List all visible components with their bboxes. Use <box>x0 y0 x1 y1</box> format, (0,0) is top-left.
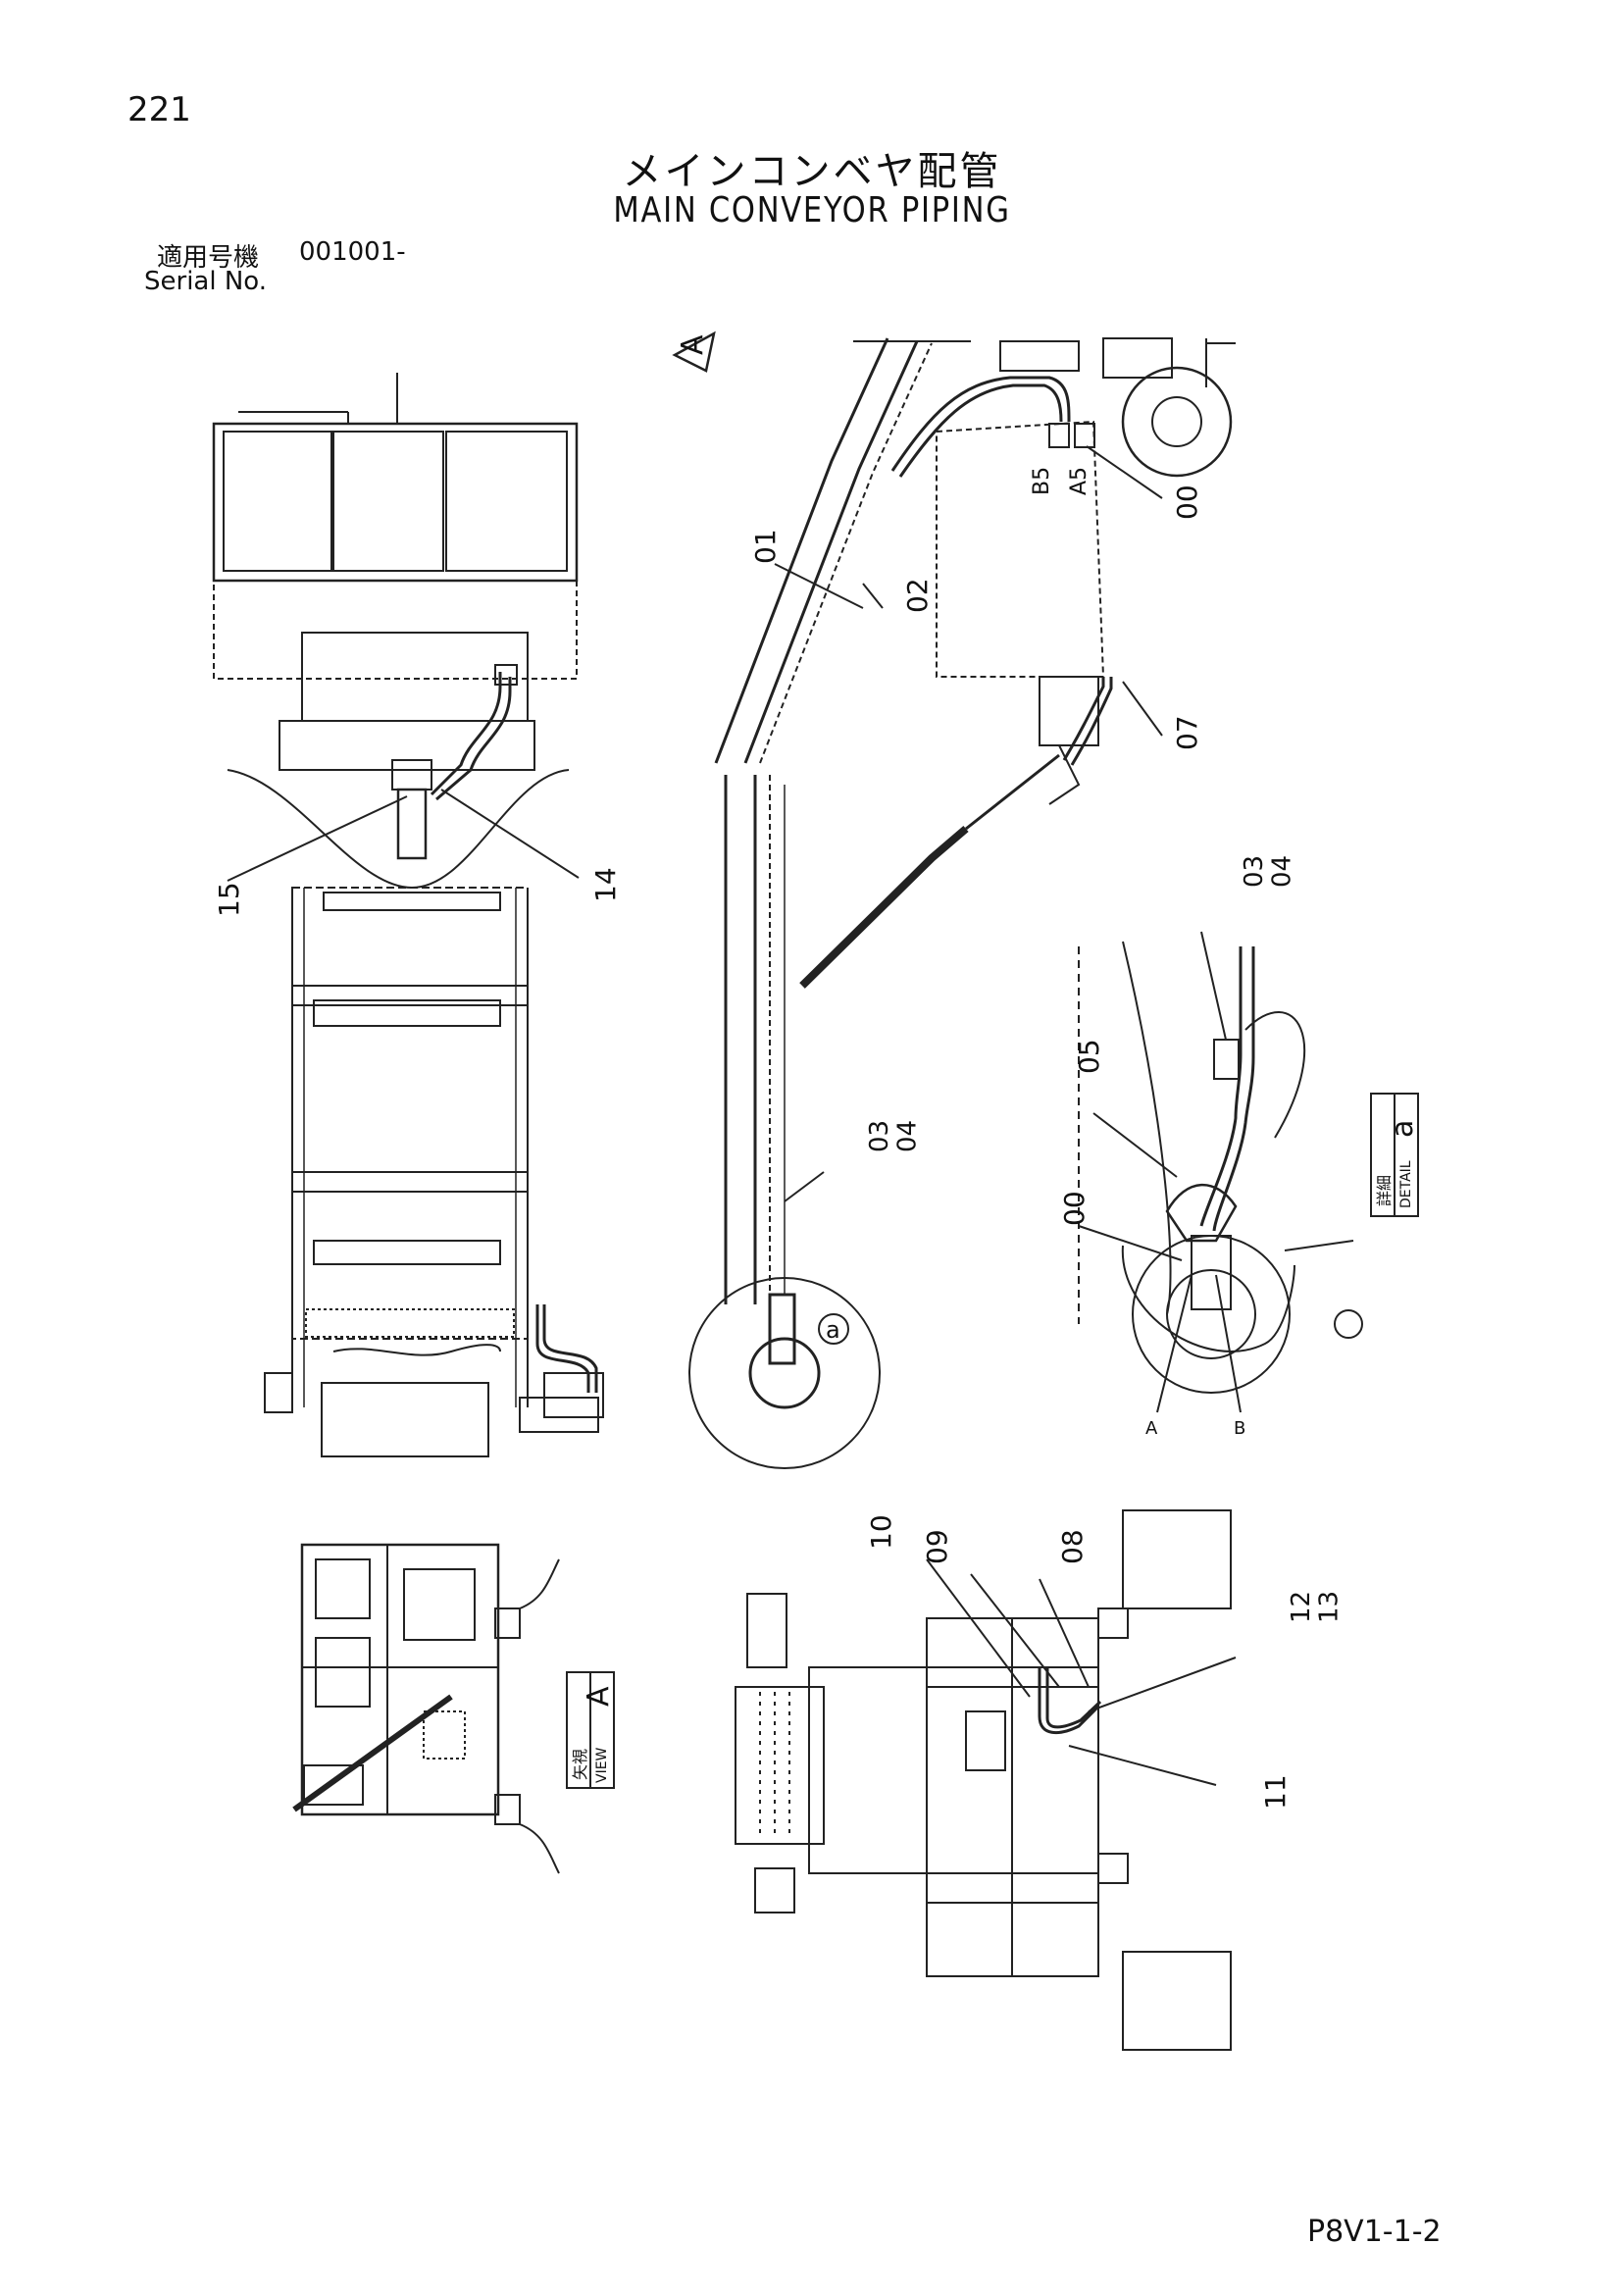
page-number: 221 <box>127 90 191 129</box>
port-label-a5: A5 <box>1067 467 1091 495</box>
view-arrow-letter: A <box>676 334 710 355</box>
conveyor-side-view: B5 A5 00 01 02 07 0304 a <box>688 337 1236 1469</box>
callout-15: 15 <box>213 882 245 917</box>
callout-03-04-main: 0304 <box>865 1120 923 1152</box>
callout-03-04-detail: 0304 <box>1240 855 1297 888</box>
callout-05: 05 <box>1073 1039 1105 1074</box>
detail-a-view: 0304 05 00 A B 詳細 DETAIL a <box>1058 855 1420 1439</box>
view-direction-arrow: A <box>672 331 716 373</box>
serial-label-japanese: 適用号機 <box>157 243 260 273</box>
page-title-japanese: メインコンベヤ配管 <box>622 149 1002 194</box>
view-box-en: VIEW <box>594 1747 610 1783</box>
callout-11: 11 <box>1259 1774 1292 1810</box>
detail-box-en: DETAIL <box>1398 1160 1414 1208</box>
port-label-b5: B5 <box>1030 467 1054 495</box>
callout-08: 08 <box>1056 1529 1089 1564</box>
detail-box-jp: 詳細 <box>1375 1175 1394 1206</box>
callout-14: 14 <box>589 867 622 902</box>
view-box-jp: 矢視 <box>571 1749 589 1780</box>
detail-callout-a: a <box>826 1316 840 1344</box>
callout-10: 10 <box>865 1514 897 1550</box>
callout-07: 07 <box>1171 715 1203 750</box>
view-a-drawing: 矢視 VIEW A <box>292 1543 616 1874</box>
serial-label: Serial No. <box>144 267 267 296</box>
callout-12-13: 1213 <box>1287 1591 1345 1623</box>
detail-port-a: A <box>1145 1418 1158 1439</box>
callout-01: 01 <box>749 529 782 564</box>
top-view-machine: 15 14 <box>212 373 622 1457</box>
callout-09: 09 <box>921 1529 953 1564</box>
page-title: MAIN CONVEYOR PIPING <box>613 190 1011 230</box>
serial-number-value: 001001- <box>299 237 406 267</box>
detail-port-b: B <box>1234 1418 1245 1439</box>
document-code: P8V1-1-2 <box>1307 2215 1442 2249</box>
lower-plan-view: 10 09 08 1213 11 <box>735 1509 1345 2051</box>
callout-00-detail: 00 <box>1058 1191 1091 1226</box>
callout-02: 02 <box>901 578 934 613</box>
view-box-letter: A <box>582 1686 616 1707</box>
callout-00-top: 00 <box>1171 485 1203 520</box>
detail-box-letter: a <box>1386 1120 1420 1138</box>
